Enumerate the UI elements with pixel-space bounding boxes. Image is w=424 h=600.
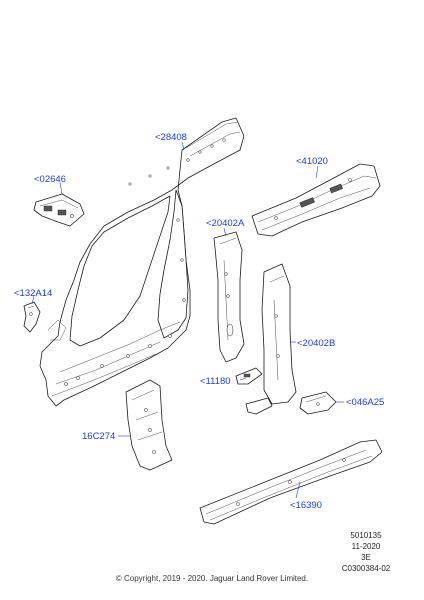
- callout-20402a[interactable]: <20402A: [206, 218, 245, 229]
- part-bracket-132a14[interactable]: [23, 301, 41, 333]
- copyright-notice: © Copyright, 2019 - 2020. Jaguar Land Ro…: [115, 574, 309, 583]
- part-b-pillar-20402a[interactable]: [213, 231, 245, 363]
- callout-046a25[interactable]: <046A25: [346, 397, 385, 408]
- reference-date: 11-2020: [351, 542, 381, 551]
- callout-41020[interactable]: <41020: [296, 156, 328, 167]
- part-bracket-11180[interactable]: [235, 367, 273, 415]
- callout-16c274[interactable]: 16C274: [82, 431, 116, 442]
- callout-16390[interactable]: <16390: [290, 500, 322, 511]
- reference-number: 5010135: [350, 531, 382, 540]
- part-sill-16390[interactable]: [199, 439, 383, 525]
- callout-11180[interactable]: <11180: [200, 376, 231, 387]
- leader-lines: [31, 141, 344, 499]
- part-b-pillar-20402b[interactable]: [261, 263, 297, 405]
- callout-28408[interactable]: <28408: [155, 132, 187, 143]
- part-body-side-outer[interactable]: [39, 117, 245, 407]
- part-bracket-046a25[interactable]: [299, 391, 337, 415]
- callout-132a14[interactable]: <132A14: [14, 288, 53, 299]
- part-bracket-02646[interactable]: [33, 193, 85, 227]
- callout-02646[interactable]: <02646: [34, 174, 66, 185]
- reference-revision: 3E: [361, 553, 371, 562]
- part-roof-rail-41020[interactable]: [251, 163, 381, 237]
- part-reinforcement-16c274[interactable]: [125, 379, 173, 471]
- callout-20402b[interactable]: <20402B: [297, 338, 336, 349]
- reference-code: C0300384-02: [341, 564, 391, 573]
